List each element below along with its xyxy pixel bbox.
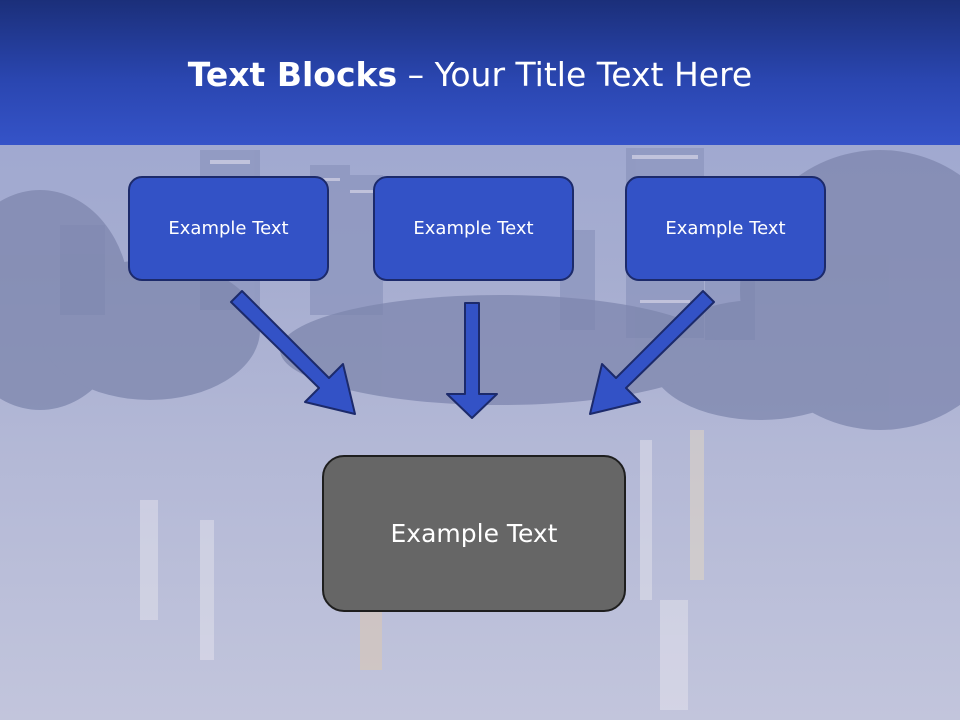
title-bar: Text Blocks – Your Title Text Here xyxy=(0,0,960,145)
text-block-2[interactable]: Example Text xyxy=(373,176,574,281)
text-block-2-label: Example Text xyxy=(413,218,534,239)
slide-title-rest: – Your Title Text Here xyxy=(397,55,753,94)
slide-title: Text Blocks – Your Title Text Here xyxy=(0,54,940,96)
target-block[interactable]: Example Text xyxy=(322,455,626,612)
text-block-1-label: Example Text xyxy=(168,218,289,239)
slide-title-bold: Text Blocks xyxy=(187,55,398,94)
text-block-3-label: Example Text xyxy=(665,218,786,239)
arrow-center-down xyxy=(446,302,498,419)
text-block-3[interactable]: Example Text xyxy=(625,176,826,281)
text-block-1[interactable]: Example Text xyxy=(128,176,329,281)
arrow-left-diagonal xyxy=(230,290,356,415)
target-block-label: Example Text xyxy=(390,519,558,548)
arrow-right-diagonal xyxy=(589,290,715,415)
